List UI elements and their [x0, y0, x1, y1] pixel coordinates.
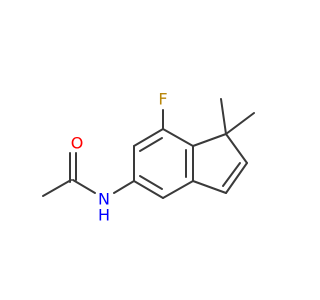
bond-c2-c3-inner [222, 162, 241, 187]
bond-c6-c7-inner [139, 137, 163, 152]
bond-c3a-c4 [162, 180, 194, 199]
bond-c7a-c1 [192, 133, 227, 147]
bond-c7-c7a [162, 128, 194, 147]
bond-c4-c5 [133, 180, 164, 199]
bond-c3-c3a [192, 180, 227, 194]
bond-c1-methyl-a [220, 98, 227, 135]
bond-c1-methyl-b [225, 112, 255, 135]
bond-n-ring [113, 180, 135, 194]
molecule-diagram: F O N H [42, 90, 255, 225]
atom-label-fluorine: F [158, 90, 167, 109]
atom-label-oxygen: O [71, 134, 84, 153]
bond-c2-c3 [225, 162, 248, 194]
bond-c4-c5-inner [139, 175, 163, 190]
bond-methyl-carbonyl [42, 179, 72, 197]
atom-label-hydrogen: H [98, 206, 110, 225]
bond-c1-c2 [225, 133, 248, 164]
bond-c6-c7 [133, 128, 164, 147]
structure-canvas: F O N H [42, 89, 255, 225]
bond-carbonyl-n [72, 179, 96, 194]
atom-label-nitrogen: N [98, 190, 110, 209]
